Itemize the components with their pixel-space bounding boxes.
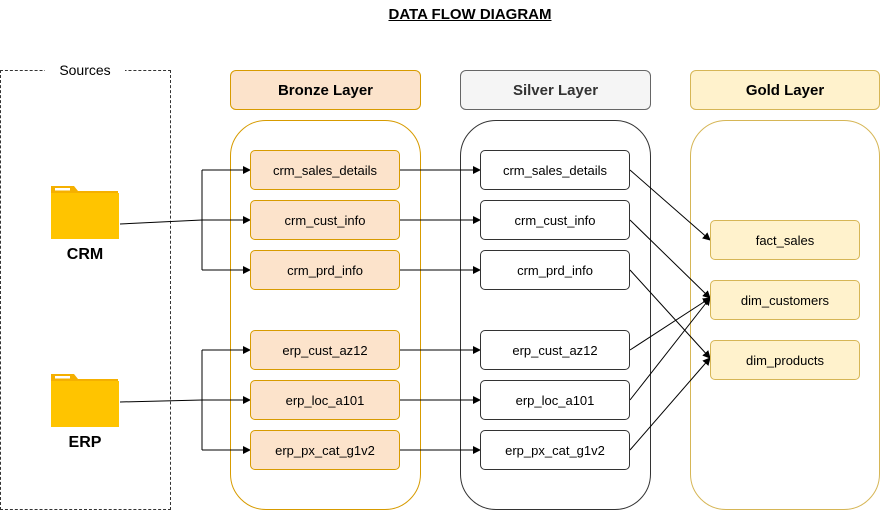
source-crm-label: CRM (66, 246, 104, 263)
gold-layer-header: Gold Layer (690, 70, 880, 110)
silver-node-crm-sales-details: crm_sales_details (480, 150, 630, 190)
bronze-node-crm-prd-info: crm_prd_info (250, 250, 400, 290)
edge-silver-gold (629, 297, 711, 351)
bronze-node-crm-cust-info: crm_cust_info (250, 200, 400, 240)
gold-layer-container (690, 120, 880, 510)
gold-node-dim-products: dim_products (710, 340, 860, 380)
edge-erp-bronze (119, 399, 203, 403)
silver-node-erp-cust-az12: erp_cust_az12 (480, 330, 630, 370)
edge-silver-gold (629, 219, 711, 299)
bronze-node-erp-loc-a101: erp_loc_a101 (250, 380, 400, 420)
bronze-layer-container (230, 120, 421, 510)
silver-layer-header: Silver Layer (460, 70, 651, 110)
edge-silver-gold (629, 169, 711, 241)
bronze-node-crm-sales-details: crm_sales_details (250, 150, 400, 190)
edge-silver-gold (629, 357, 711, 451)
silver-layer-container (460, 120, 651, 510)
edge-silver-gold (629, 269, 711, 359)
silver-node-crm-cust-info: crm_cust_info (480, 200, 630, 240)
folder-icon (51, 374, 119, 427)
diagram-title: DATA FLOW DIAGRAM (388, 6, 552, 23)
edge-silver-gold (629, 297, 711, 401)
source-erp-label: ERP (68, 434, 102, 451)
gold-node-fact-sales: fact_sales (710, 220, 860, 260)
edge-crm-bronze (119, 219, 203, 225)
bronze-node-erp-cust-az12: erp_cust_az12 (250, 330, 400, 370)
folder-icon (51, 186, 119, 239)
sources-label: Sources (45, 61, 125, 79)
silver-node-erp-loc-a101: erp_loc_a101 (480, 380, 630, 420)
bronze-node-erp-px-cat-g1v2: erp_px_cat_g1v2 (250, 430, 400, 470)
silver-node-crm-prd-info: crm_prd_info (480, 250, 630, 290)
gold-node-dim-customers: dim_customers (710, 280, 860, 320)
silver-node-erp-px-cat-g1v2: erp_px_cat_g1v2 (480, 430, 630, 470)
bronze-layer-header: Bronze Layer (230, 70, 421, 110)
